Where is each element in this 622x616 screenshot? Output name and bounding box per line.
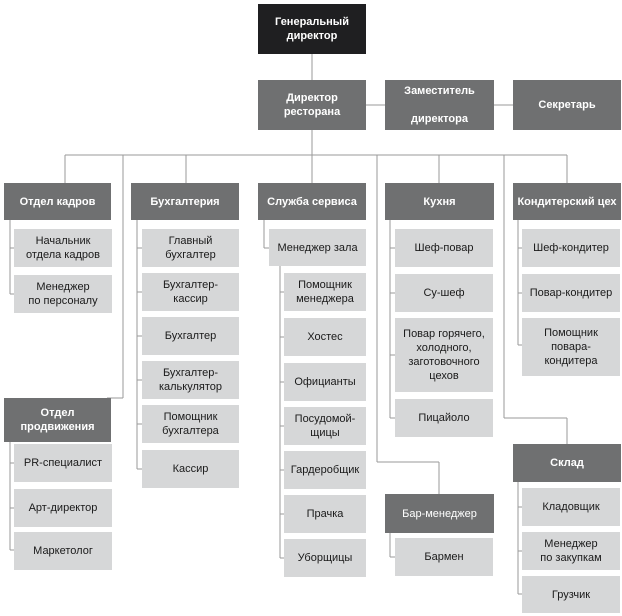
org-node-label: Бухгалтер- калькулятор [158, 367, 223, 393]
deputy-director-box: Заместитель директора [385, 80, 494, 130]
org-node-label: Посудомой- щицы [294, 413, 356, 439]
dept-accounting-header: Бухгалтерия [131, 183, 239, 220]
org-node: Менеджер зала [269, 229, 366, 266]
org-node-label: Главный бухгалтер [165, 235, 216, 261]
org-node-label: Помощник повара- кондитера [544, 327, 598, 367]
org-node: Маркетолог [14, 532, 112, 570]
org-node-label: Грузчик [551, 588, 591, 601]
org-node-label: Арт-директор [28, 502, 98, 514]
org-node-label: Кладовщик [542, 501, 600, 513]
org-node-label: PR-специалист [23, 457, 103, 469]
org-node-label: Пицайоло [418, 412, 470, 424]
general-director-label: Генеральный директор [275, 16, 349, 42]
org-node-label: Прачка [306, 508, 344, 520]
org-node-label: Хостес [307, 331, 343, 343]
dept-promotion-title: Отдел продвижения [20, 407, 95, 433]
dept-bar-header: Бар-менеджер [385, 494, 494, 533]
org-node: Бухгалтер- кассир [142, 273, 239, 311]
org-node-label: Менеджер по закупкам [540, 538, 602, 564]
dept-hr-header: Отдел кадров [4, 183, 111, 220]
org-node-label: Шеф-повар [414, 242, 474, 254]
org-node-label: Помощник бухгалтера [162, 411, 219, 437]
org-node: Помощник повара- кондитера [522, 318, 620, 376]
org-node-label: Менеджер по персоналу [28, 281, 98, 307]
org-node: Арт-директор [14, 489, 112, 527]
dept-service-title: Служба сервиса [267, 195, 357, 208]
dept-warehouse-header: Склад [513, 444, 621, 482]
dept-confectionery-title: Кондитерский цех [517, 195, 617, 208]
org-node: Главный бухгалтер [142, 229, 239, 267]
org-node: Уборщицы [284, 539, 366, 577]
org-node-label: Гардеробщик [290, 464, 360, 476]
org-node-label: Повар горячего, холодного, заготовочного… [403, 328, 485, 382]
dept-hr-title: Отдел кадров [19, 195, 96, 208]
org-node-label: Бухгалтер [164, 330, 217, 342]
org-node: Бухгалтер [142, 317, 239, 355]
org-node-label: Шеф-кондитер [533, 242, 609, 254]
org-node: Начальник отдела кадров [14, 229, 112, 267]
org-node: Су-шеф [395, 274, 493, 312]
org-node-label: Официанты [294, 376, 356, 388]
org-node: Помощник бухгалтера [142, 405, 239, 443]
org-node: Кладовщик [522, 488, 620, 526]
org-node-label: Уборщицы [297, 552, 353, 564]
org-node: Шеф-кондитер [522, 229, 620, 267]
dept-promotion-header: Отдел продвижения [4, 398, 111, 442]
org-node: Гардеробщик [284, 451, 366, 489]
restaurant-director-box: Директор ресторана [258, 80, 366, 130]
org-node: Менеджер по персоналу [14, 275, 112, 313]
org-node-label: Бармен [424, 551, 464, 563]
secretary-label: Секретарь [538, 99, 596, 111]
dept-service-header: Служба сервиса [258, 183, 366, 220]
org-node: Посудомой- щицы [284, 407, 366, 445]
org-node-label: Менеджер зала [277, 241, 358, 254]
org-node: Помощник менеджера [284, 273, 366, 311]
org-node: Бухгалтер- калькулятор [142, 361, 239, 399]
org-node: Бармен [395, 538, 493, 576]
dept-kitchen-header: Кухня [385, 183, 494, 220]
org-node: Повар горячего, холодного, заготовочного… [395, 318, 493, 392]
org-node: Официанты [284, 363, 366, 401]
dept-confectionery-header: Кондитерский цех [513, 183, 621, 220]
org-node: Грузчик [522, 576, 620, 613]
secretary-box: Секретарь [513, 80, 621, 130]
org-node: Прачка [284, 495, 366, 533]
dept-kitchen-title: Кухня [423, 195, 456, 208]
restaurant-director-label: Директор ресторана [283, 92, 341, 118]
org-node-label: Повар-кондитер [529, 287, 613, 299]
org-node: PR-специалист [14, 444, 112, 482]
general-director-box: Генеральный директор [258, 4, 366, 54]
dept-bar-title: Бар-менеджер [402, 507, 477, 520]
org-node-label: Бухгалтер- кассир [162, 279, 219, 305]
org-node-label: Су-шеф [423, 287, 465, 299]
org-node-label: Маркетолог [33, 545, 93, 557]
org-node-label: Начальник отдела кадров [26, 235, 100, 261]
org-node: Кассир [142, 450, 239, 488]
dept-accounting-title: Бухгалтерия [150, 195, 220, 208]
org-node-label: Кассир [172, 463, 209, 475]
org-node: Повар-кондитер [522, 274, 620, 312]
org-node: Шеф-повар [395, 229, 493, 267]
deputy-director-label: Заместитель директора [404, 85, 475, 125]
org-node: Пицайоло [395, 399, 493, 437]
dept-warehouse-title: Склад [550, 457, 584, 469]
org-node: Хостес [284, 318, 366, 356]
org-node: Менеджер по закупкам [522, 532, 620, 570]
org-node-label: Помощник менеджера [296, 279, 354, 305]
